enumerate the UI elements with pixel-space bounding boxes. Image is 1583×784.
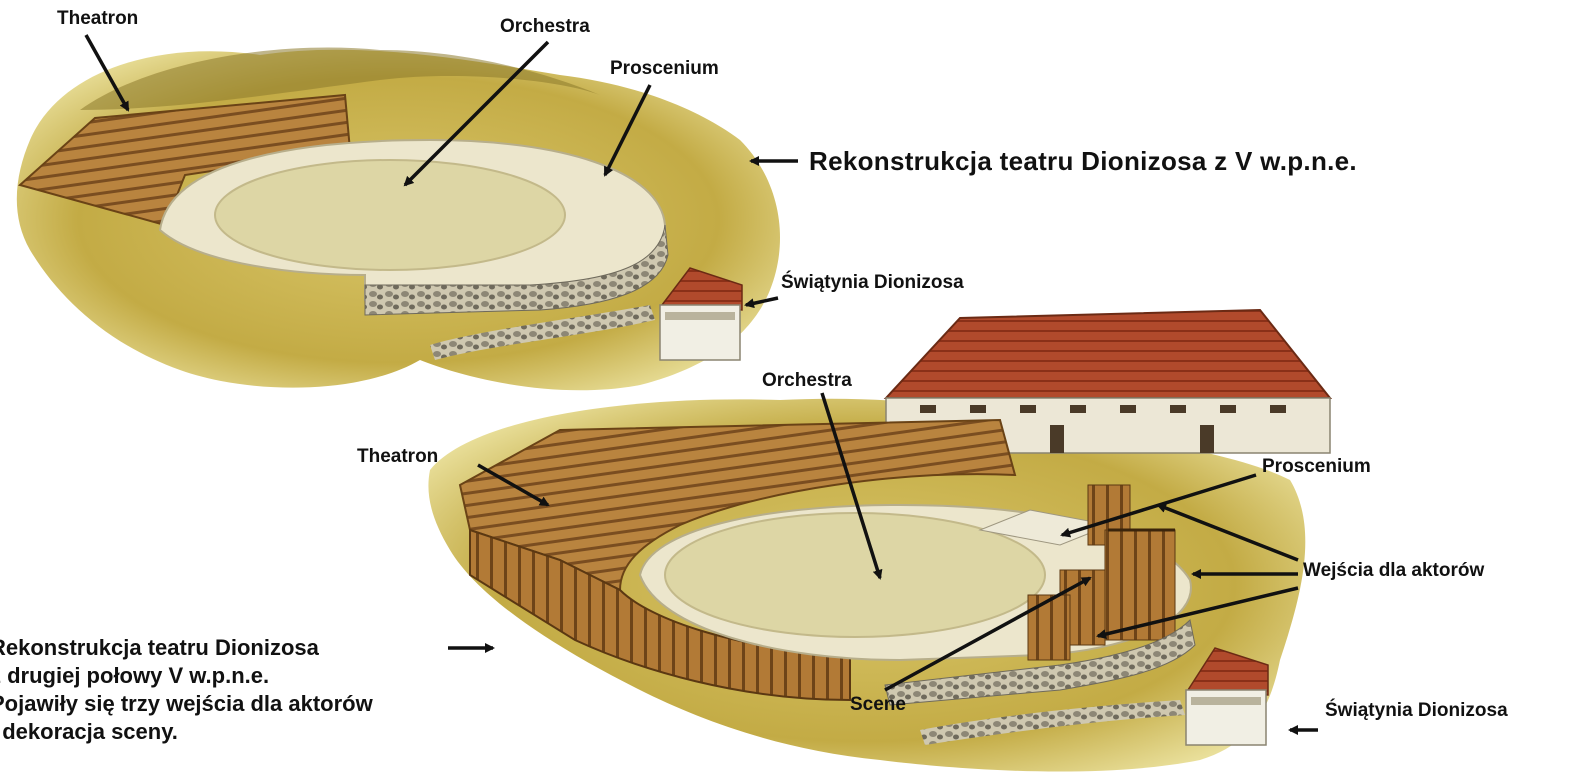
bottom-temple-label: Świątynia Dionizosa [1325, 700, 1508, 722]
bottom-caption: Rekonstrukcja teatru Dionizosa z drugiej… [0, 634, 520, 746]
bottom-proscenium-label: Proscenium [1262, 456, 1371, 478]
top-temple-label: Świątynia Dionizosa [781, 272, 964, 294]
scene-label: Scene [850, 694, 906, 716]
top-theatron-label: Theatron [57, 8, 138, 30]
bottom-theatron-label: Theatron [357, 446, 438, 468]
bottom-caption-line-2: z drugiej połowy V w.p.n.e. [0, 662, 520, 690]
top-orchestra-label: Orchestra [500, 16, 590, 38]
bottom-caption-line-3: Pojawiły się trzy wejścia dla aktorów [0, 690, 520, 718]
bottom-caption-line-1: Rekonstrukcja teatru Dionizosa [0, 634, 520, 662]
top-theatre-drawing [17, 48, 780, 391]
top-orchestra-circle [215, 160, 565, 270]
top-proscenium-label: Proscenium [610, 58, 719, 80]
bottom-caption-line-4: i dekoracja sceny. [0, 718, 520, 746]
bottom-orchestra-label: Orchestra [762, 370, 852, 392]
entrances-label: Wejścia dla aktorów [1303, 560, 1484, 582]
top-caption: Rekonstrukcja teatru Dionizosa z V w.p.n… [809, 146, 1357, 177]
